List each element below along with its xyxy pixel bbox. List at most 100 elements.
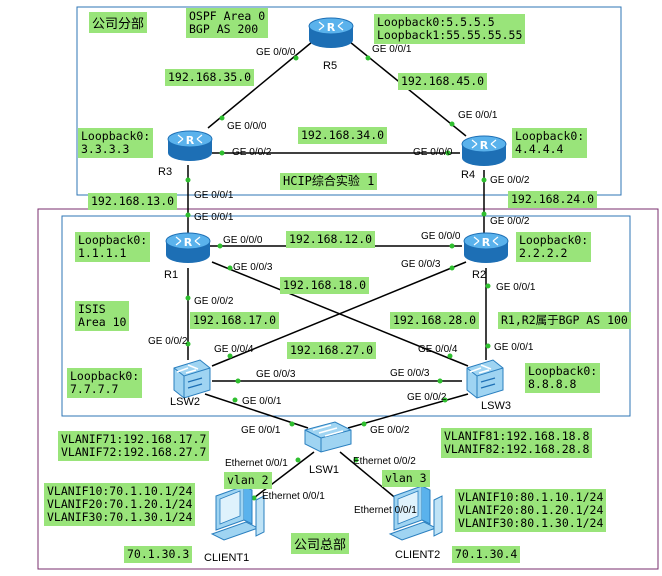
port-r4-g001: GE 0/0/1 xyxy=(458,110,498,121)
subnet-r2-lsw2: 192.168.27.0 xyxy=(287,342,377,359)
port-client2-e001: Ethernet 0/0/1 xyxy=(354,505,417,516)
subnet-r2-lsw3: 192.168.28.0 xyxy=(390,312,480,329)
device-label-lsw3: LSW3 xyxy=(481,400,511,412)
port-r2-g001: GE 0/0/1 xyxy=(496,282,536,293)
port-dot xyxy=(219,115,225,121)
bgp-as-note: R1,R2属于BGP AS 100 xyxy=(498,312,631,329)
branch-area-title: 公司分部 xyxy=(89,12,148,33)
port-dot xyxy=(217,243,223,249)
port-dot xyxy=(442,397,448,403)
device-label-r4: R4 xyxy=(461,169,476,181)
loopback-r4: Loopback0: 4.4.4.4 xyxy=(512,128,588,158)
port-lsw2-g003: GE 0/0/3 xyxy=(256,369,296,380)
port-lsw1-g002: GE 0/0/2 xyxy=(370,425,410,436)
subnet-r1-r2: 192.168.12.0 xyxy=(286,231,376,248)
port-dot xyxy=(185,341,191,347)
port-dot xyxy=(295,457,301,463)
port-dot xyxy=(227,265,233,271)
port-dot xyxy=(485,283,491,289)
loopback-r1: Loopback0: 1.1.1.1 xyxy=(75,232,151,262)
vlanif-lsw2: VLANIF71:192.168.17.7 VLANIF72:192.168.2… xyxy=(58,431,210,461)
port-dot xyxy=(219,150,225,156)
port-lsw3-g001: GE 0/0/1 xyxy=(494,342,534,353)
port-client1-e001: Ethernet 0/0/1 xyxy=(262,491,325,502)
device-label-r1: R1 xyxy=(164,269,179,281)
port-dot xyxy=(449,265,455,271)
switch-lsw2[interactable] xyxy=(173,359,211,399)
port-dot xyxy=(293,55,299,61)
port-lsw1-g001: GE 0/0/1 xyxy=(241,425,281,436)
vlanif-lsw3-clients: VLANIF10:80.1.10.1/24 VLANIF20:80.1.20.1… xyxy=(455,489,607,532)
port-lsw3-g004: GE 0/0/4 xyxy=(418,344,458,355)
loopback-r5: Loopback0:5.5.5.5 Loopback1:55.55.55.55 xyxy=(374,14,526,44)
port-lsw2-g004: GE 0/0/4 xyxy=(214,344,254,355)
subnet-r1-lsw2: 192.168.17.0 xyxy=(190,312,280,329)
port-dot xyxy=(185,295,191,301)
device-label-client2: CLIENT2 xyxy=(395,549,441,561)
device-label-r3: R3 xyxy=(158,166,173,178)
device-label-r2: R2 xyxy=(472,269,487,281)
pc-client1[interactable] xyxy=(211,485,265,541)
port-r3-g001-a: GE 0/0/1 xyxy=(194,190,234,201)
router-r2[interactable] xyxy=(463,232,509,264)
port-dot xyxy=(365,55,371,61)
port-r4-g002: GE 0/0/2 xyxy=(490,175,530,186)
branch-area-frame xyxy=(76,6,622,196)
port-r4-g000: GE 0/0/0 xyxy=(413,147,453,158)
vlanif-lsw2-clients: VLANIF10:70.1.10.1/24 VLANIF20:70.1.20.1… xyxy=(44,483,196,526)
subnet-r4-r5: 192.168.45.0 xyxy=(398,73,488,90)
port-dot xyxy=(449,243,455,249)
router-r3[interactable] xyxy=(167,130,213,162)
loopback-lsw3: Loopback0: 8.8.8.8 xyxy=(525,363,601,393)
device-label-r5: R5 xyxy=(323,60,338,72)
port-lsw3-g003: GE 0/0/3 xyxy=(390,368,430,379)
port-dot xyxy=(481,177,487,183)
port-dot xyxy=(232,397,238,403)
port-dot xyxy=(251,495,257,501)
port-dots xyxy=(185,55,491,501)
port-dot xyxy=(235,378,241,384)
link-r2-lsw2 xyxy=(211,261,467,367)
port-r1-g001: GE 0/0/1 xyxy=(194,212,234,223)
port-r2-g002: GE 0/0/2 xyxy=(490,216,530,227)
client2-ip: 70.1.30.4 xyxy=(452,546,521,563)
switch-lsw3[interactable] xyxy=(466,359,504,399)
loopback-r3: Loopback0: 3.3.3.3 xyxy=(78,128,154,158)
port-dot xyxy=(361,421,367,427)
port-r3-g000: GE 0/0/0 xyxy=(227,121,267,132)
subnet-r3-r5: 192.168.35.0 xyxy=(165,69,255,86)
subnet-r2-r4: 192.168.24.0 xyxy=(508,191,598,208)
vlan-client1: vlan 2 xyxy=(224,472,272,489)
port-dot xyxy=(227,353,233,359)
lab-title: HCIP综合实验 1 xyxy=(280,173,378,190)
port-dot xyxy=(445,150,451,156)
router-r4[interactable] xyxy=(461,135,507,167)
loopback-lsw2: Loopback0: 7.7.7.7 xyxy=(67,368,143,398)
vlan-client2: vlan 3 xyxy=(382,470,430,487)
port-r1-g000: GE 0/0/0 xyxy=(223,235,263,246)
subnet-r3-r4: 192.168.34.0 xyxy=(298,127,388,144)
device-label-client1: CLIENT1 xyxy=(204,552,250,564)
port-r1-g003: GE 0/0/3 xyxy=(233,262,273,273)
device-label-lsw2: LSW2 xyxy=(170,396,200,408)
link-lsw3-lsw1 xyxy=(347,393,469,429)
port-dot xyxy=(485,343,491,349)
port-lsw1-e002: Ethernet 0/0/2 xyxy=(353,456,416,467)
switch-lsw1[interactable] xyxy=(304,421,352,453)
router-r1[interactable] xyxy=(165,232,211,264)
isis-area-info: ISIS Area 10 xyxy=(75,301,130,331)
router-r5[interactable] xyxy=(308,17,354,49)
subnet-r1-r3: 192.168.13.0 xyxy=(88,193,178,210)
port-dot xyxy=(481,211,487,217)
port-r5-g000: GE 0/0/0 xyxy=(256,47,296,58)
port-r2-g003: GE 0/0/3 xyxy=(401,259,441,270)
port-r2-g000: GE 0/0/0 xyxy=(421,231,461,242)
device-label-lsw1: LSW1 xyxy=(309,464,339,476)
port-lsw2-g002: GE 0/0/2 xyxy=(148,336,188,347)
port-dot xyxy=(447,353,453,359)
port-dot xyxy=(185,177,191,183)
vlanif-lsw3: VLANIF81:192.168.18.8 VLANIF82:192.168.2… xyxy=(441,428,593,458)
port-r3-g002: GE 0/0/2 xyxy=(232,147,272,158)
port-dot xyxy=(185,212,191,218)
